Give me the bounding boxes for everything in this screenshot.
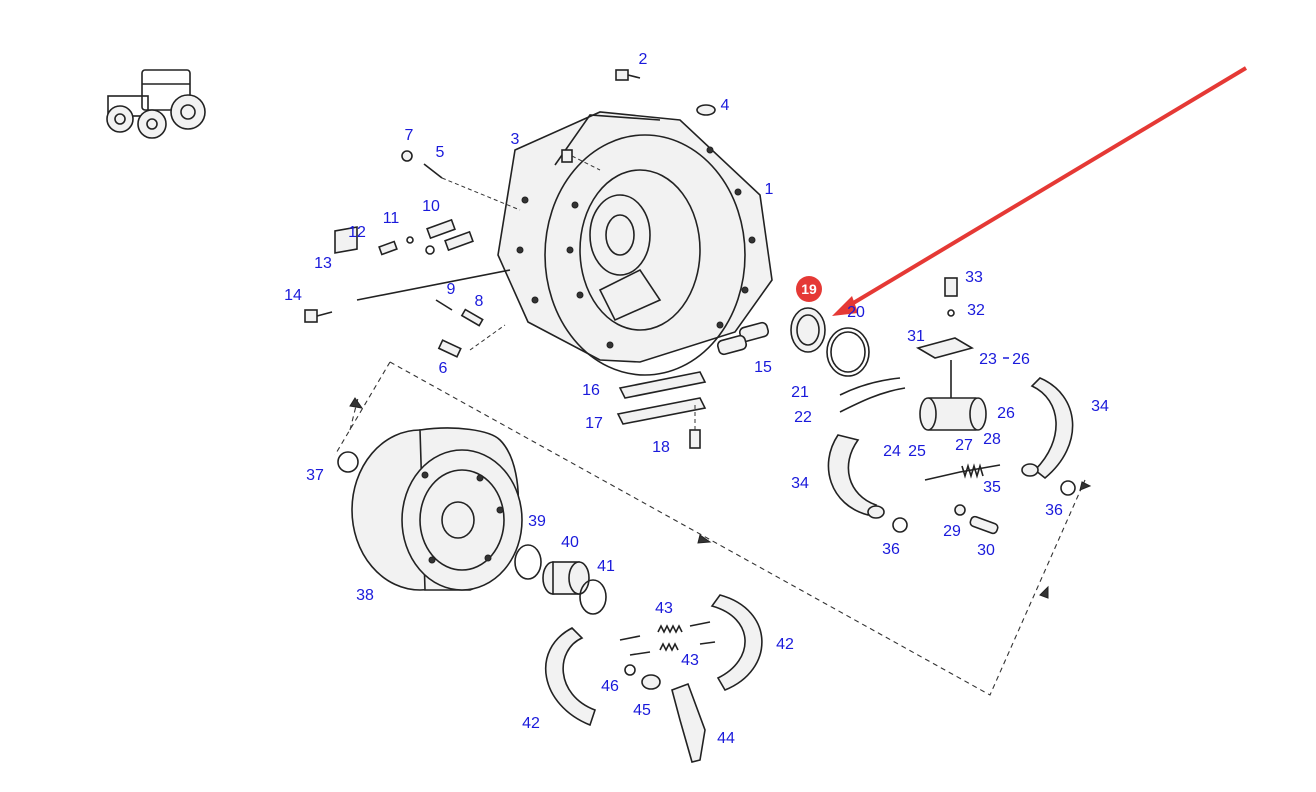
part-labels: 2 4 3 7 5 1 11 10 12 13 14 9 8 6 33 32 2…	[284, 51, 1109, 747]
label-17: 17	[585, 415, 603, 432]
label-30: 30	[977, 542, 995, 559]
tractor-icon	[106, 69, 206, 139]
label-42-left: 42	[522, 715, 540, 732]
bolt-30	[954, 504, 999, 535]
label-27: 27	[955, 437, 973, 454]
brake-shoe-34-right	[1021, 377, 1074, 480]
label-40: 40	[561, 534, 579, 551]
clip-36-left	[892, 517, 908, 533]
label-39: 39	[528, 513, 546, 530]
stud-5	[423, 163, 521, 211]
label-12: 12	[348, 224, 366, 241]
label-23: 23	[979, 351, 997, 368]
bolts-15	[716, 321, 770, 356]
label-28: 28	[983, 431, 1001, 448]
springs-43	[619, 621, 716, 656]
brake-shoe-34-left	[827, 434, 885, 519]
spring-35	[924, 463, 1001, 481]
label-14: 14	[284, 287, 302, 304]
label-43-top: 43	[655, 600, 673, 617]
clip-36-right	[1060, 480, 1076, 496]
seal-41	[579, 579, 607, 615]
label-3: 3	[511, 131, 520, 148]
label-10: 10	[422, 198, 440, 215]
wheel-cylinder-23	[919, 360, 987, 431]
assembly-guide-lines	[334, 361, 1092, 696]
label-26: 26	[1012, 351, 1030, 368]
label-35: 35	[983, 479, 1001, 496]
label-9: 9	[447, 281, 456, 298]
pin-10	[426, 218, 474, 252]
label-41: 41	[597, 558, 615, 575]
label-34-left: 34	[791, 475, 809, 492]
label-5: 5	[436, 144, 445, 161]
circlip-37	[337, 451, 359, 473]
label-2: 2	[639, 51, 648, 68]
label-34-right: 34	[1091, 398, 1109, 415]
label-16: 16	[582, 382, 600, 399]
label-46: 46	[601, 678, 619, 695]
brake-pipe-21	[839, 377, 906, 413]
label-20: 20	[847, 304, 865, 321]
label-37: 37	[306, 467, 324, 484]
plate-13	[334, 226, 511, 301]
bolt-12	[378, 236, 435, 256]
bolt-33	[944, 277, 958, 297]
ring-20	[826, 327, 870, 377]
pin-9	[435, 299, 453, 311]
label-7: 7	[405, 127, 414, 144]
label-36-left: 36	[882, 541, 900, 558]
label-43-bottom: 43	[681, 652, 699, 669]
nut-7	[401, 150, 413, 162]
label-24: 24	[883, 443, 901, 460]
bearing-40	[542, 561, 590, 595]
label-44: 44	[717, 730, 735, 747]
label-21: 21	[791, 384, 809, 401]
leader-6	[469, 324, 506, 351]
label-26b: 26	[997, 405, 1015, 422]
label-18: 18	[652, 439, 670, 456]
label-11: 11	[383, 210, 400, 227]
plug-4	[696, 104, 716, 116]
badge-label: 19	[801, 281, 817, 297]
label-31: 31	[907, 328, 925, 345]
highlight-arrow	[832, 66, 1248, 316]
label-1: 1	[765, 181, 774, 198]
circlip-39	[514, 544, 542, 580]
label-15: 15	[754, 359, 772, 376]
label-13: 13	[314, 255, 332, 272]
highlight-badge: 19	[796, 276, 822, 302]
bolt-6	[437, 339, 462, 358]
label-22: 22	[794, 409, 812, 426]
label-8: 8	[475, 293, 484, 310]
lever-44	[671, 682, 706, 763]
label-45: 45	[633, 702, 651, 719]
label-4: 4	[721, 97, 730, 114]
washer-32	[947, 309, 955, 317]
brake-drum-38	[351, 427, 523, 591]
parking-shoe-42-left	[545, 627, 597, 727]
seal-19	[790, 307, 826, 353]
shims-16-17	[616, 371, 707, 425]
plate-31	[915, 337, 975, 359]
label-32: 32	[967, 302, 985, 319]
label-38: 38	[356, 587, 374, 604]
bolt-2	[615, 69, 641, 81]
screw-3	[561, 149, 601, 171]
pin-8	[460, 308, 484, 327]
bolt-14	[304, 309, 333, 323]
label-29: 29	[943, 523, 961, 540]
parking-shoe-42-right	[710, 594, 763, 691]
label-6: 6	[439, 360, 448, 377]
label-25: 25	[908, 443, 926, 460]
label-42-right: 42	[776, 636, 794, 653]
clip-46	[624, 664, 636, 676]
axle-housing	[497, 111, 773, 376]
label-33: 33	[965, 269, 983, 286]
bolt-18	[689, 405, 701, 449]
washer-45	[641, 674, 661, 690]
label-36-right: 36	[1045, 502, 1063, 519]
